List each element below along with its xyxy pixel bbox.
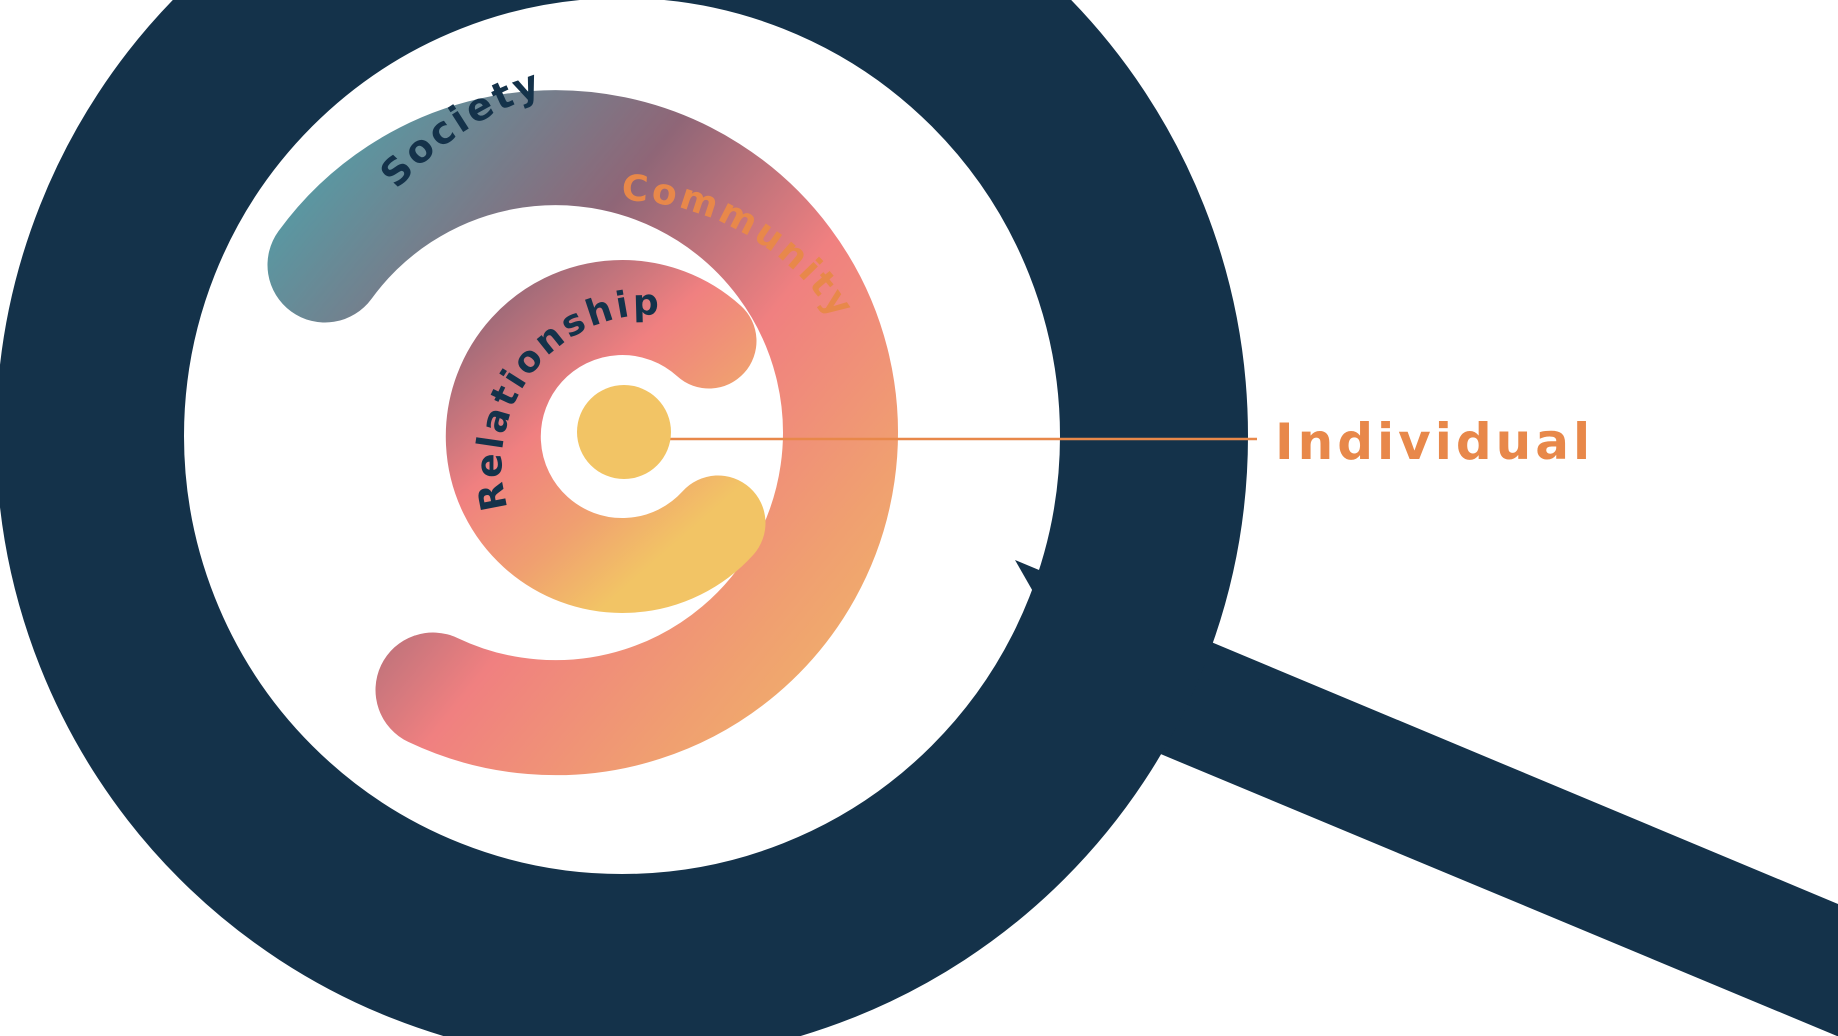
middle-spiral-band bbox=[445, 260, 766, 613]
individual-dot bbox=[577, 385, 671, 479]
individual-label: Individual bbox=[1275, 413, 1594, 471]
magnifier-lens-frame bbox=[0, 0, 1248, 1036]
outer-spiral-band bbox=[267, 90, 898, 776]
magnifier-handle bbox=[1015, 560, 1838, 1036]
